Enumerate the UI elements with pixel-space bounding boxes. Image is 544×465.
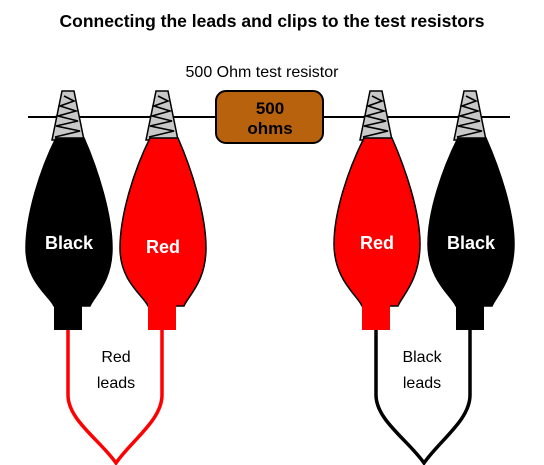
clip-teeth (362, 95, 389, 138)
clip-body (427, 137, 515, 307)
clip-body (333, 137, 421, 307)
diagram-title: Connecting the leads and clips to the te… (60, 11, 485, 31)
black-leads-label-line2: leads (403, 375, 441, 392)
resistor-body (215, 90, 324, 144)
black-leads-wire (374, 330, 472, 465)
clip-teeth (456, 95, 483, 138)
clip-body (119, 137, 207, 307)
clip-body (25, 137, 113, 307)
clip-neck (362, 304, 390, 330)
clip-neck (54, 304, 82, 330)
alligator-clip-red-right: Red (333, 90, 421, 330)
clip-label: Red (146, 237, 180, 257)
red-leads-wire (66, 330, 164, 465)
alligator-clip-red-left: Red (119, 90, 207, 330)
red-leads-label-line2: leads (97, 375, 135, 392)
red-leads-label-line1: Red (101, 349, 130, 366)
clip-neck (148, 304, 176, 330)
alligator-clip-black-left: Black (25, 90, 113, 330)
clip-label: Black (45, 233, 94, 253)
resistor-caption: 500 Ohm test resistor (186, 64, 340, 81)
resistor-value: 500 (256, 99, 284, 118)
black-leads-label-line1: Black (402, 349, 442, 366)
clip-teeth (148, 95, 175, 138)
alligator-clip-black-right: Black (427, 90, 515, 330)
resistor-unit: ohms (247, 119, 292, 138)
clip-label: Black (447, 233, 496, 253)
clip-neck (456, 304, 484, 330)
clip-teeth (54, 95, 81, 138)
clip-label: Red (360, 233, 394, 253)
